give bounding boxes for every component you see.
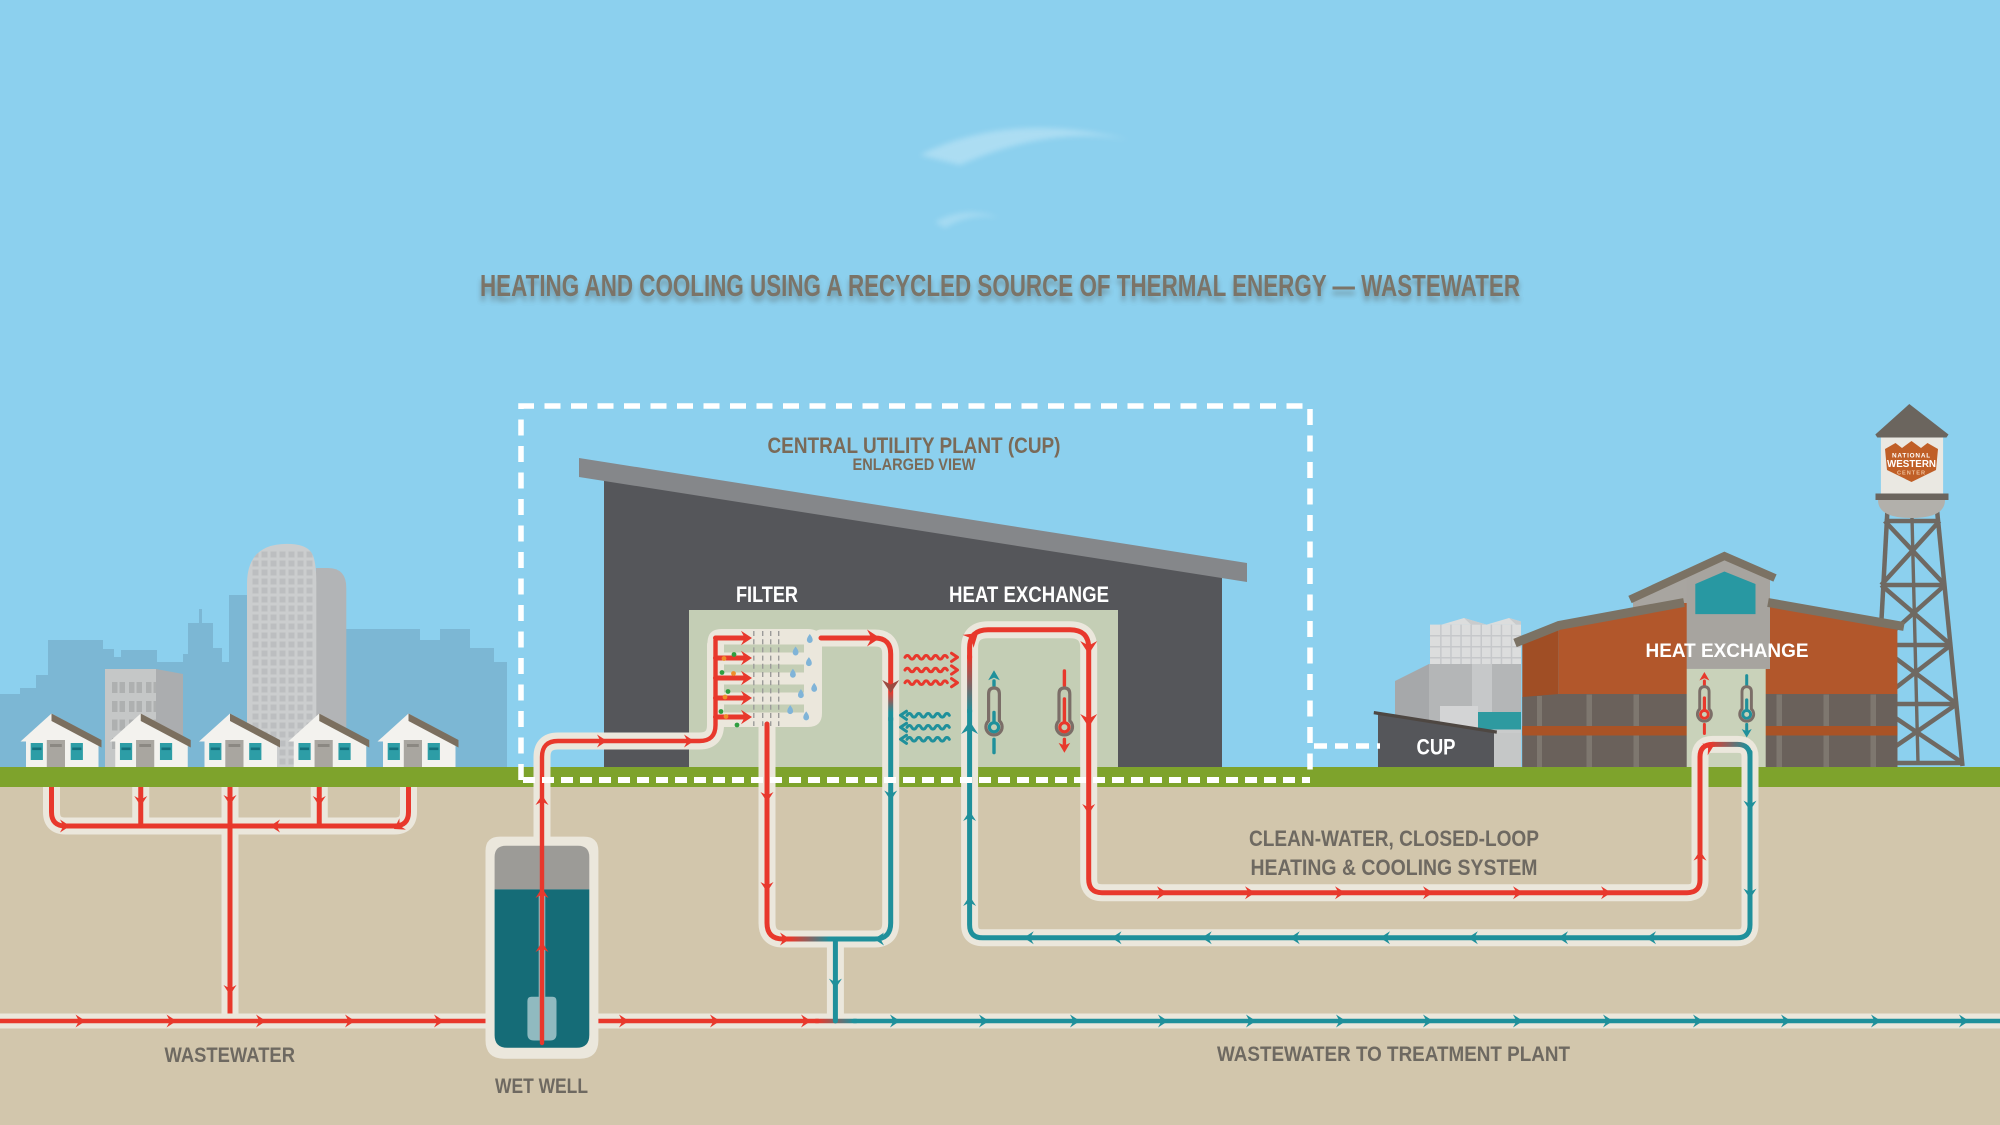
svg-text:WASTEWATER: WASTEWATER	[165, 1044, 296, 1067]
svg-text:WASTEWATER TO TREATMENT PLANT: WASTEWATER TO TREATMENT PLANT	[1217, 1042, 1570, 1066]
svg-text:CENTRAL UTILITY PLANT (CUP): CENTRAL UTILITY PLANT (CUP)	[768, 433, 1061, 458]
svg-text:CENTER: CENTER	[1897, 471, 1926, 477]
svg-text:CLEAN-WATER, CLOSED-LOOP: CLEAN-WATER, CLOSED-LOOP	[1249, 826, 1539, 851]
svg-text:NATIONAL: NATIONAL	[1892, 453, 1931, 460]
svg-text:CUP: CUP	[1417, 735, 1456, 760]
svg-text:HEATING & COOLING SYSTEM: HEATING & COOLING SYSTEM	[1251, 855, 1538, 880]
svg-text:HEATING AND COOLING USING A RE: HEATING AND COOLING USING A RECYCLED SOU…	[480, 268, 1520, 303]
svg-text:HEATING AND COOLING USING A RE: HEATING AND COOLING USING A RECYCLED SOU…	[480, 273, 1520, 308]
svg-text:HEAT EXCHANGE: HEAT EXCHANGE	[1646, 640, 1809, 662]
svg-text:WET WELL: WET WELL	[495, 1075, 588, 1098]
svg-text:HEAT EXCHANGE: HEAT EXCHANGE	[949, 582, 1109, 607]
svg-text:WESTERN: WESTERN	[1887, 459, 1936, 470]
svg-text:FILTER: FILTER	[736, 582, 798, 607]
svg-text:ENLARGED VIEW: ENLARGED VIEW	[853, 456, 976, 474]
